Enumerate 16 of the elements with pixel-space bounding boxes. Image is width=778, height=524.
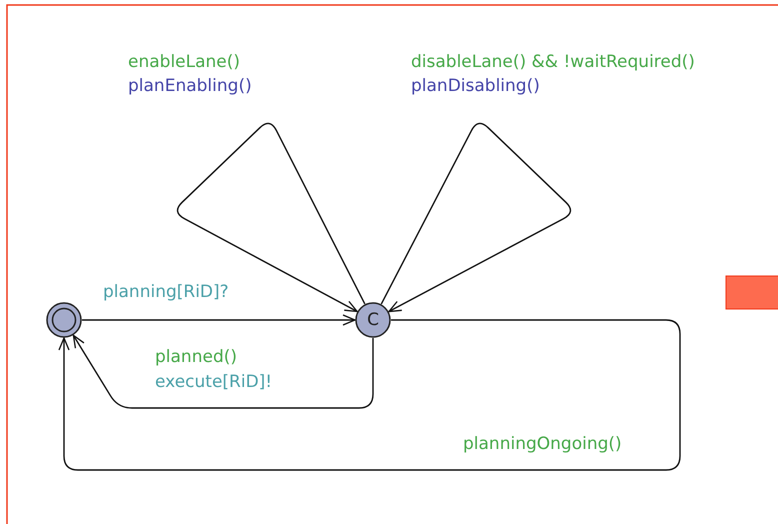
action-text: planDisabling(): [411, 76, 540, 96]
edge-label: disableLane() && !waitRequired(): [411, 52, 695, 72]
transition-arrow: [380, 122, 571, 312]
state-label: C: [366, 309, 380, 332]
transition-arrow: [177, 122, 366, 312]
edge-label: planningOngoing(): [463, 434, 622, 454]
transition-arrow: [82, 314, 356, 326]
transition-arrow: [58, 319, 681, 471]
action-text: planEnabling(): [128, 76, 252, 96]
action-text: execute[RiD]!: [155, 372, 272, 392]
edge-label: planning[RiD]?: [103, 282, 229, 302]
edge-label: planned(): [155, 347, 237, 367]
edge-label: enableLane(): [128, 52, 240, 72]
initial-state-circle: [46, 302, 82, 338]
state-circle: [355, 302, 391, 338]
transition-arrow: [72, 334, 374, 409]
